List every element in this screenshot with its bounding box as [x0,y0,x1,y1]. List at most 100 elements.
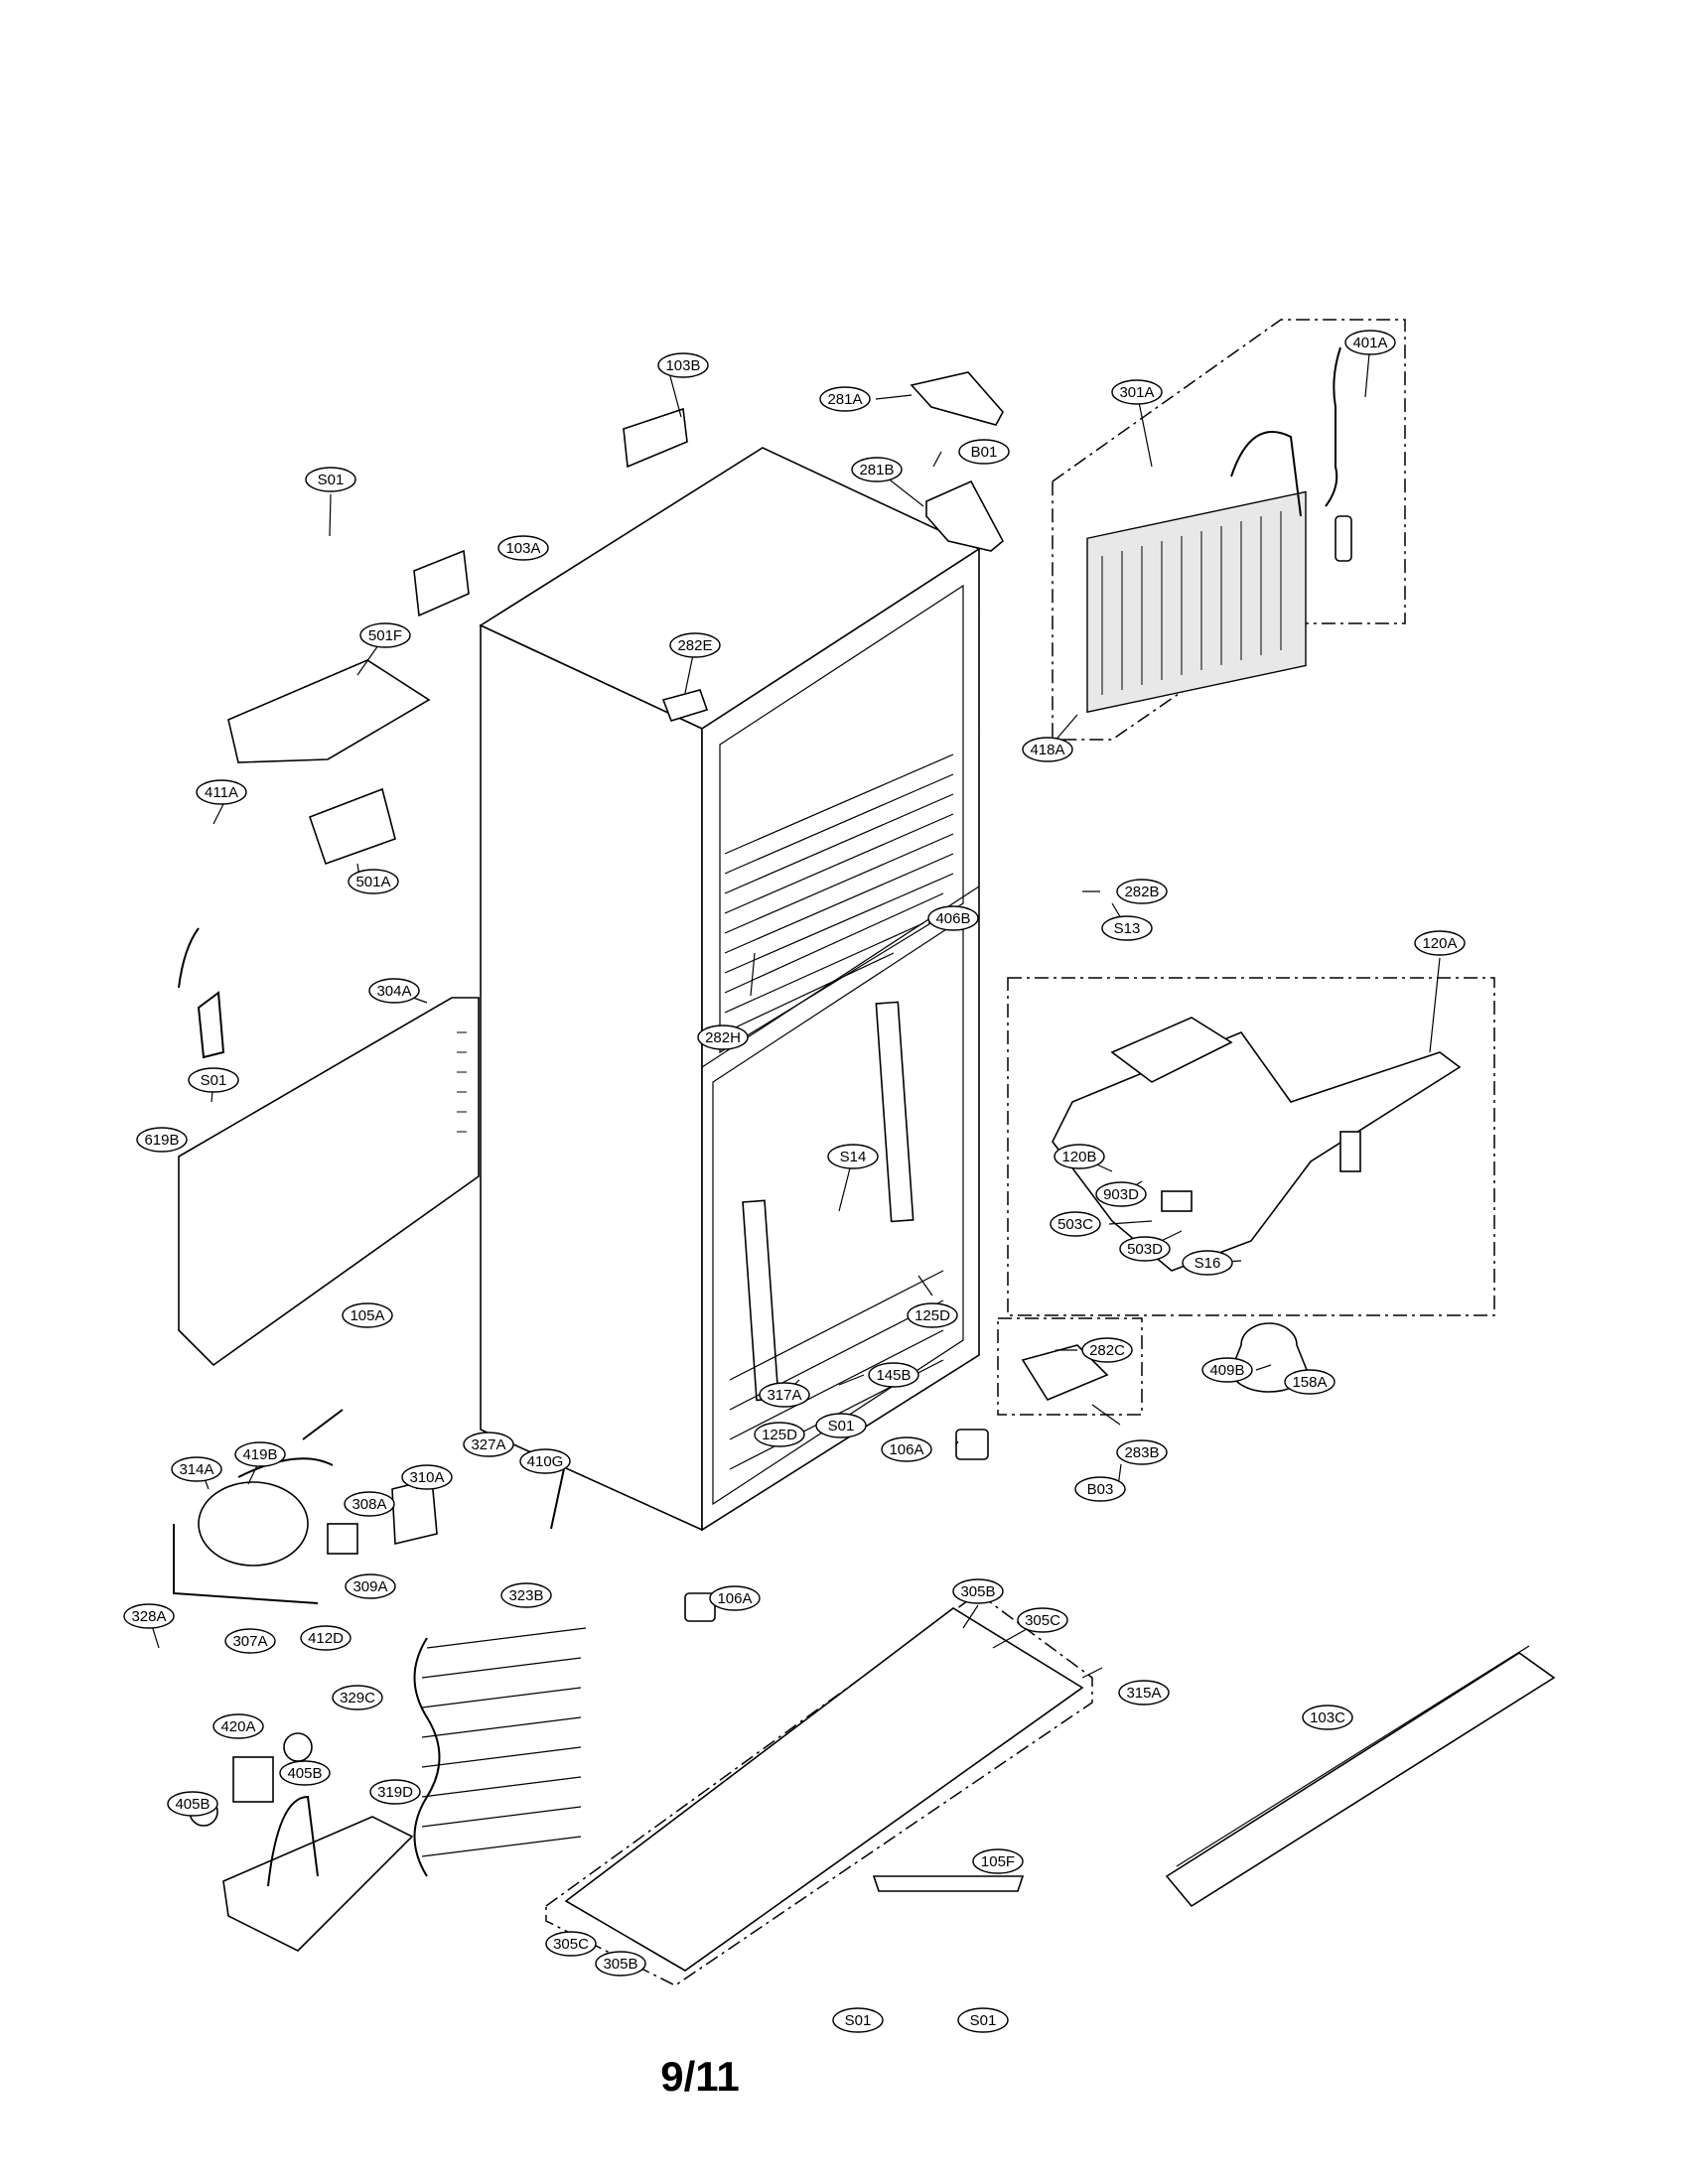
part-callout: 310A [401,1464,453,1490]
part-number-label: S01 [318,472,345,488]
misc-hardware [178,927,1308,1892]
part-number-label: 405B [287,1765,322,1782]
part-callout: S01 [832,2007,884,2033]
part-number-label: 409B [1209,1362,1244,1379]
part-callout: 401A [1344,330,1396,355]
condenser-coil [413,1627,587,1877]
part-number-label: 301A [1119,384,1154,401]
callout-bubble [1201,1357,1253,1383]
part-callout: 282E [669,632,721,658]
part-callout: 125D [754,1422,805,1447]
part-number-label: 503C [1057,1216,1093,1233]
part-callout: 281A [819,386,871,412]
part-number-label: 281A [827,391,862,408]
callout-bubble [401,1464,453,1490]
part-number-label: 503D [1127,1241,1163,1258]
part-callout: B01 [958,439,1010,465]
callout-bubble [171,1456,222,1482]
part-number-label: 282B [1124,884,1159,900]
part-number-label: 405B [175,1796,210,1813]
part-number-label: 125D [762,1427,797,1443]
part-number-label: 420A [220,1718,255,1735]
control-box [1007,977,1495,1316]
part-number-label: 308A [352,1496,386,1513]
callout-bubble [697,1024,749,1050]
part-callout: 503D [1119,1236,1171,1262]
part-callout: 305B [952,1578,1004,1604]
part-callout: 328A [123,1603,175,1629]
callout-bubble [136,1127,188,1153]
part-callout: 304A [368,978,420,1004]
toe-grille [1165,1645,1556,1908]
part-callout: 305B [595,1951,646,1977]
part-callout: 125D [907,1302,958,1328]
callout-bubble [1074,1476,1126,1502]
part-number-label: 314A [179,1461,213,1478]
callout-bubble [819,386,871,412]
part-callout: 301A [1111,379,1163,405]
part-number-label: 106A [717,1590,752,1607]
part-number-label: 158A [1292,1374,1327,1391]
part-callout: 305C [545,1931,597,1957]
cabinet [479,447,981,1532]
callout-bubble [972,1848,1024,1874]
callout-bubble [1050,1211,1101,1237]
part-number-label: S01 [845,2012,872,2029]
callout-bubble [545,1931,597,1957]
callout-bubble [188,1067,239,1093]
callout-bubble [881,1436,932,1462]
part-callout: 412D [300,1625,352,1651]
part-number-label: 120A [1422,935,1457,952]
part-callout: 282H [697,1024,749,1050]
part-callout: 319D [369,1779,421,1805]
callout-bubble [827,1144,879,1169]
part-number-label: S01 [828,1418,855,1434]
part-callout: 145B [868,1362,919,1388]
part-number-label: 282E [677,637,712,654]
part-number-label: 106A [889,1441,923,1458]
part-callout: 315A [1118,1680,1170,1706]
part-number-label: 315A [1126,1685,1161,1702]
part-callout: 317A [759,1382,810,1408]
part-number-label: 305B [603,1956,637,1973]
callout-bubble [851,457,903,482]
part-callout: 405B [279,1760,331,1786]
callout-bubble [1182,1250,1233,1276]
callout-bubble [958,439,1010,465]
part-callout: S01 [815,1413,867,1438]
callout-bubble [1414,930,1466,956]
part-callout: 410G [519,1448,571,1474]
part-callout: 305C [1017,1607,1068,1633]
part-number-label: 317A [767,1387,801,1404]
part-callout: 281B [851,457,903,482]
callout-bubble [368,978,420,1004]
callout-bubble [1095,1181,1147,1207]
callout-bubble [832,2007,884,2033]
part-number-label: B03 [1087,1481,1114,1498]
part-callout: S01 [305,467,356,492]
base-plate [545,1592,1093,1986]
part-number-label: 327A [471,1436,505,1453]
callout-bubble [709,1585,761,1611]
callout-bubble [595,1951,646,1977]
part-number-label: 329C [340,1690,375,1706]
callout-bubble [1116,879,1168,904]
part-callout: 103A [497,535,549,561]
part-number-label: S01 [201,1072,227,1089]
part-number-label: 307A [232,1633,267,1650]
part-number-label: S16 [1195,1255,1221,1272]
part-number-label: 305C [1025,1612,1060,1629]
part-number-label: 305C [553,1936,589,1953]
part-callout: 323B [500,1582,552,1608]
part-callout: S16 [1182,1250,1233,1276]
callout-bubble [1081,1337,1133,1363]
callout-bubble [1284,1369,1336,1395]
callout-bubble [1111,379,1163,405]
callout-bubble [1017,1607,1068,1633]
part-callout: 411A [196,779,247,805]
part-callout: 120A [1414,930,1466,956]
part-number-label: 305B [960,1583,995,1600]
fan-motor-parts [189,1732,414,1952]
callout-bubble [868,1362,919,1388]
part-number-label: 401A [1352,335,1387,351]
